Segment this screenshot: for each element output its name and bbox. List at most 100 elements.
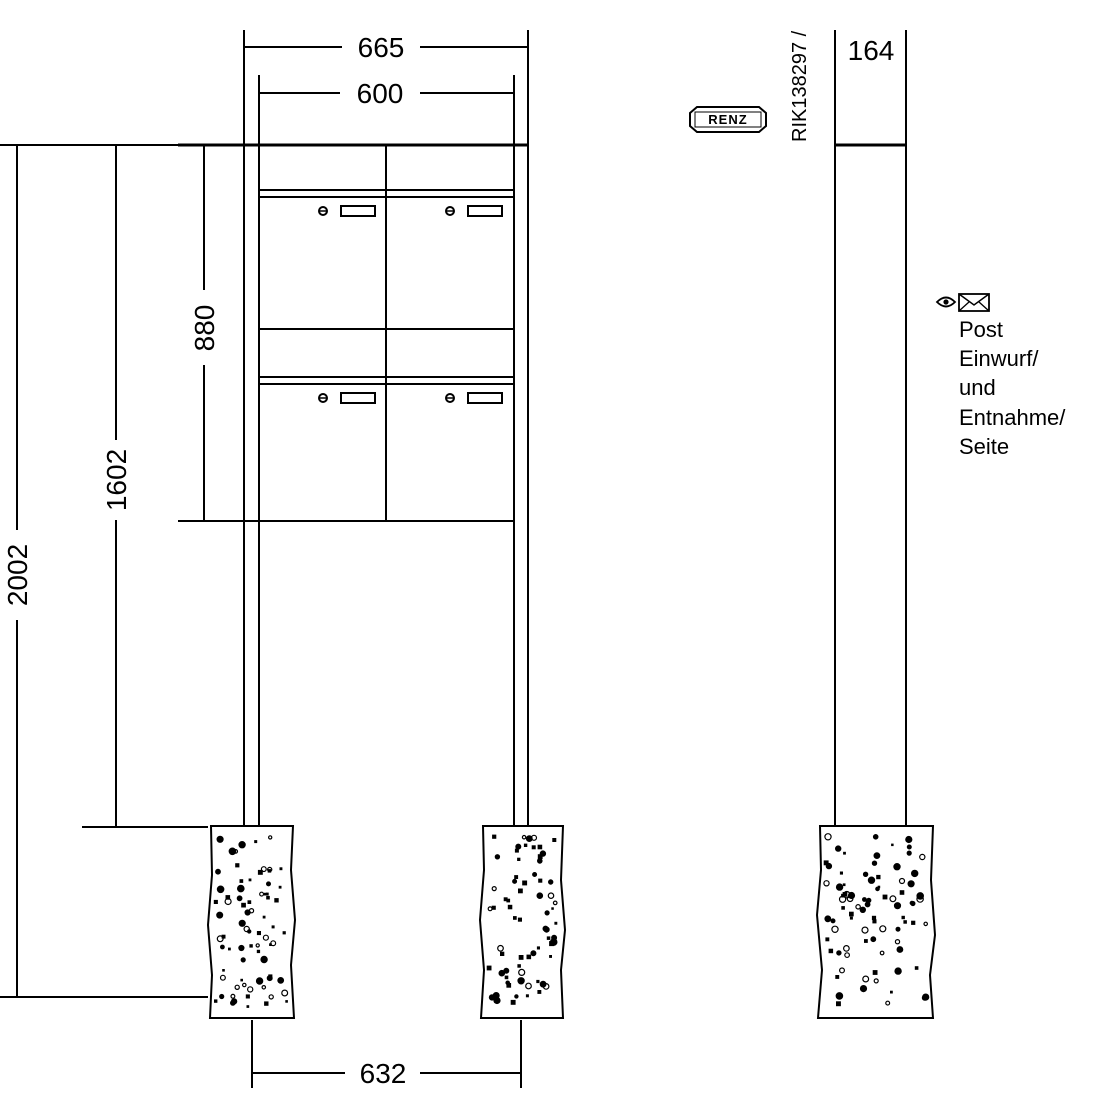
gravel-dot xyxy=(914,966,919,970)
gravel-dot xyxy=(544,910,550,916)
gravel-dot xyxy=(836,1001,841,1007)
gravel-dot xyxy=(488,994,496,1001)
gravel-dot xyxy=(235,863,240,868)
gravel-dot xyxy=(241,902,246,908)
gravel-dot xyxy=(518,968,526,977)
dim-box-width xyxy=(258,75,515,145)
gravel-dot xyxy=(859,984,868,993)
mailbox-name-plate xyxy=(340,392,376,404)
article-code: RIK138297 / xyxy=(789,30,811,142)
gravel-dot xyxy=(543,926,550,933)
gravel-dot xyxy=(503,897,508,902)
dim-box-height xyxy=(178,145,259,522)
gravel-dot xyxy=(282,931,286,935)
gravel-dot xyxy=(898,877,906,885)
gravel-dot xyxy=(907,880,915,888)
gravel-dot xyxy=(236,895,243,902)
gravel-dot xyxy=(839,871,843,875)
gravel-dot xyxy=(823,880,830,887)
gravel-dot xyxy=(228,847,237,856)
dim-post-spacing-label: 632 xyxy=(360,1058,407,1089)
gravel-dot xyxy=(500,951,505,956)
mailbox-unit xyxy=(178,143,528,522)
gravel-dot xyxy=(891,843,894,847)
gravel-dot xyxy=(843,851,846,855)
gravel-dot xyxy=(864,939,868,943)
gravel-dot xyxy=(862,871,869,878)
gravel-dot xyxy=(824,915,832,923)
gravel-dot xyxy=(514,848,519,853)
gravel-dot xyxy=(248,878,252,882)
gravel-dot xyxy=(536,892,544,900)
gravel-dot xyxy=(905,835,913,844)
dim-post-spacing xyxy=(251,1020,522,1088)
gravel-dot xyxy=(842,892,848,897)
gravel-dot xyxy=(551,934,558,941)
gravel-dot xyxy=(246,986,254,993)
gravel-dot xyxy=(240,978,243,982)
gravel-dot xyxy=(547,892,555,900)
gravel-dot xyxy=(554,921,558,925)
foundation-side xyxy=(815,825,937,1019)
gravel-dot xyxy=(871,860,878,866)
gravel-dot xyxy=(911,920,916,925)
gravel-dot xyxy=(835,845,842,852)
gravel-dot xyxy=(225,895,231,900)
gravel-dot xyxy=(230,998,238,1005)
gravel-dot xyxy=(238,841,246,849)
gravel-dot xyxy=(873,978,879,984)
gravel-dot xyxy=(498,969,506,977)
gravel-dot xyxy=(844,952,850,958)
gravel-dot xyxy=(259,891,265,897)
dim-overall-width xyxy=(243,30,529,145)
gravel-dot xyxy=(517,964,521,968)
gravel-dot xyxy=(894,939,901,945)
gravel-dot xyxy=(279,867,283,871)
envelope-icon xyxy=(958,293,990,312)
gravel-dot xyxy=(548,879,554,885)
gravel-dot xyxy=(828,948,834,954)
gravel-dot xyxy=(831,925,839,934)
gravel-dot xyxy=(838,967,845,974)
gravel-dot xyxy=(230,993,236,999)
gravel-dot xyxy=(546,936,551,940)
gravel-dot xyxy=(835,883,844,891)
dim-box-width-label: 600 xyxy=(357,78,404,109)
post-right xyxy=(513,145,529,827)
gravel-dot xyxy=(262,915,266,919)
gravel-dot xyxy=(526,954,532,960)
gravel-dot xyxy=(530,834,538,841)
gravel-dot xyxy=(510,999,516,1005)
mailbox-name-plate xyxy=(467,205,503,217)
gravel-dot xyxy=(879,925,887,933)
legend-line: Einwurf/ xyxy=(959,346,1039,371)
gravel-dot xyxy=(214,999,218,1003)
gravel-dot xyxy=(862,897,867,902)
legend-line: und xyxy=(959,375,996,400)
gravel-dot xyxy=(872,970,878,975)
gravel-dot xyxy=(216,911,224,919)
gravel-dot xyxy=(254,840,258,844)
gravel-dot xyxy=(824,833,832,841)
gravel-dot xyxy=(517,857,521,861)
gravel-dot xyxy=(537,990,542,994)
gravel-dot xyxy=(239,879,244,883)
gravel-dot xyxy=(491,905,496,910)
legend-line: Entnahme/ xyxy=(959,405,1066,430)
gravel-dot xyxy=(894,967,902,975)
gravel-dot xyxy=(537,844,543,850)
gravel-dot xyxy=(523,843,528,847)
gravel-dot xyxy=(849,916,853,920)
gravel-dot xyxy=(256,931,261,936)
gravel-dot xyxy=(268,994,274,1000)
gravel-dot xyxy=(219,974,226,981)
gravel-dot xyxy=(518,888,523,894)
dim-total-height-label: 2002 xyxy=(2,544,33,606)
gravel-dot xyxy=(536,858,543,864)
gravel-dot xyxy=(242,982,247,988)
gravel-dot xyxy=(536,946,540,950)
gravel-dot xyxy=(256,949,261,954)
gravel-dot xyxy=(885,1000,891,1006)
gravel-dot xyxy=(503,967,510,974)
gravel-dot xyxy=(246,929,252,934)
